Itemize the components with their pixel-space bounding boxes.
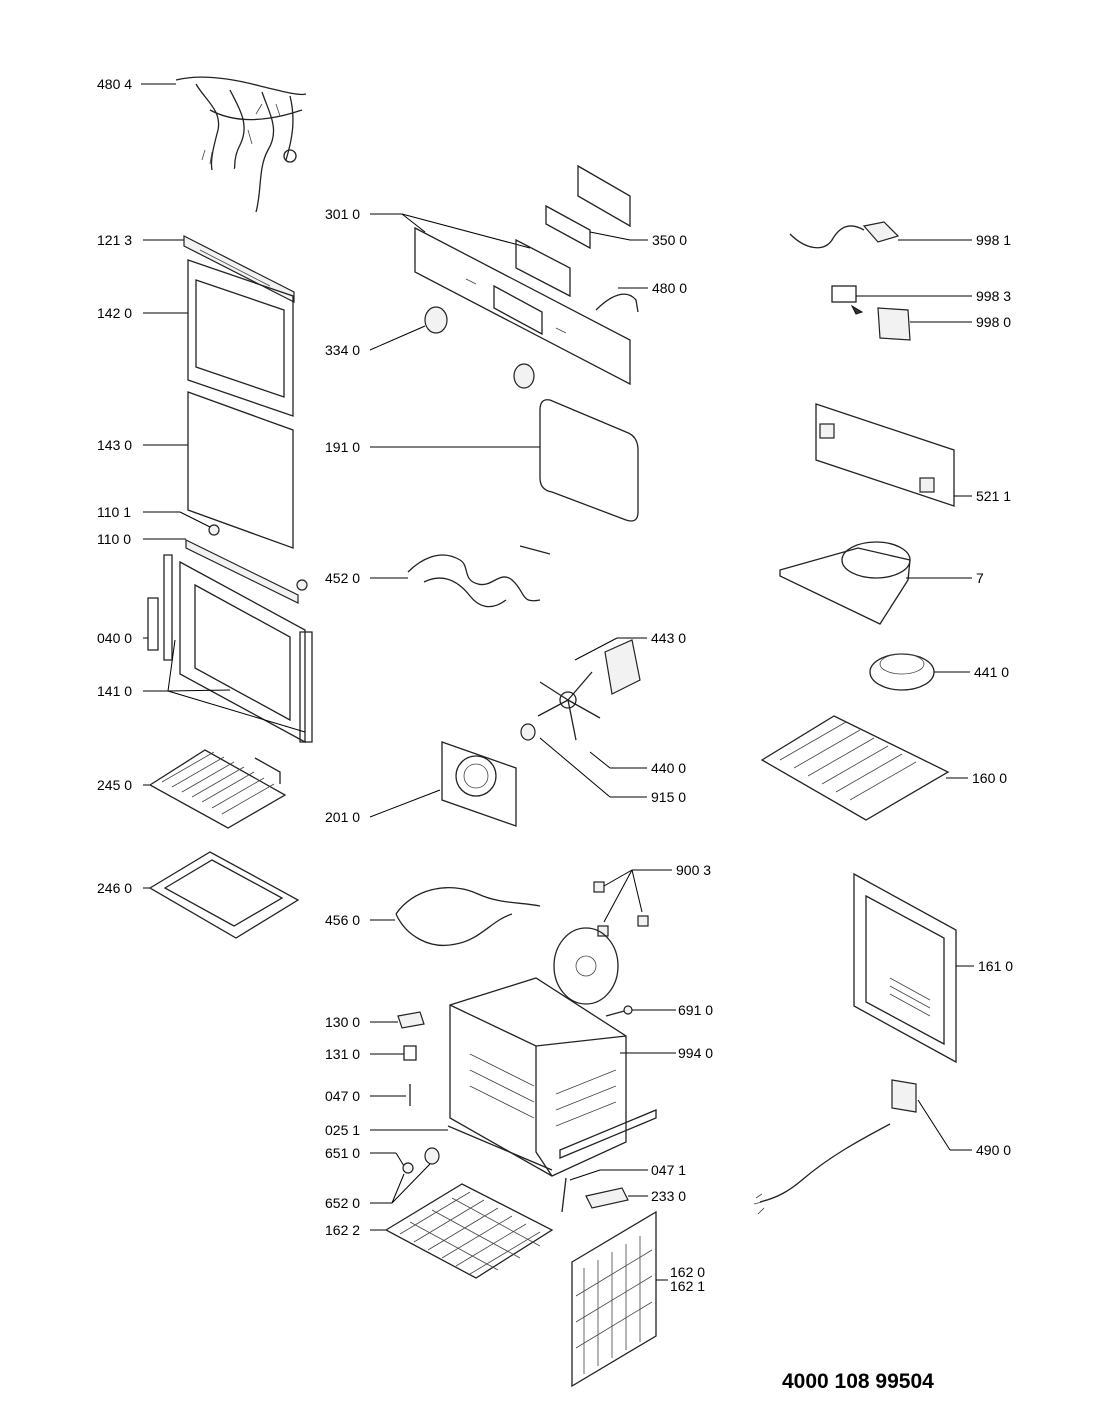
part-label: 245 0	[97, 777, 132, 793]
label-and-manual	[831, 285, 972, 341]
part-label: 160 0	[972, 770, 1007, 786]
part-label: 121 3	[97, 232, 132, 248]
part-label: 162 2	[325, 1222, 360, 1238]
part-label: 161 0	[978, 958, 1013, 974]
part-label: 452 0	[325, 570, 360, 586]
cooling-duct	[779, 541, 972, 625]
part-label: 441 0	[974, 664, 1009, 680]
grill-element	[370, 545, 551, 608]
control-knob	[369, 306, 535, 389]
wire-grid	[143, 749, 287, 829]
part-label: 691 0	[678, 1002, 713, 1018]
part-label: 143 0	[97, 437, 132, 453]
clips	[593, 869, 672, 937]
part-label: 651 0	[325, 1145, 360, 1161]
part-label: 480 4	[97, 76, 132, 92]
circular-element	[370, 886, 541, 946]
oven-cavity	[449, 977, 676, 1177]
part-label: 142 0	[97, 305, 132, 321]
document-number: 4000 108 99504	[782, 1370, 934, 1393]
side-rack-right	[571, 1210, 668, 1388]
part-label: 490 0	[976, 1142, 1011, 1158]
part-label: 900 3	[676, 862, 711, 878]
part-label: 040 0	[97, 630, 132, 646]
door-top-trim	[143, 235, 295, 303]
part-label: 191 0	[325, 439, 360, 455]
part-label: 443 0	[651, 630, 686, 646]
part-label: 233 0	[651, 1188, 686, 1204]
hinge-caps-and-handle	[143, 511, 308, 604]
part-label: 162 0	[670, 1264, 705, 1280]
terminal-block	[753, 1079, 972, 1215]
part-label: 201 0	[325, 809, 360, 825]
fan-assembly	[520, 637, 647, 798]
part-label: 350 0	[652, 232, 687, 248]
door-inner-glass	[143, 391, 294, 549]
part-label: 652 0	[325, 1195, 360, 1211]
wire-lead	[595, 287, 648, 313]
lamp-holder	[605, 1005, 676, 1017]
part-label: 7	[976, 570, 984, 586]
part-label: 440 0	[651, 760, 686, 776]
part-label: 141 0	[97, 683, 132, 699]
rear-panel	[853, 872, 974, 1064]
wiring-harness	[141, 76, 307, 213]
top-panel	[760, 715, 968, 821]
fan-cover	[369, 741, 517, 827]
part-label: 456 0	[325, 912, 360, 928]
cooling-fan	[869, 653, 970, 691]
part-label: 521 1	[976, 488, 1011, 504]
control-panel	[370, 213, 631, 386]
part-label: 915 0	[651, 789, 686, 805]
part-label: 301 0	[325, 206, 360, 222]
part-label: 110 0	[97, 531, 131, 547]
part-label: 162 1	[670, 1278, 705, 1294]
side-rack-left	[370, 1183, 554, 1279]
mains-cable	[789, 221, 972, 249]
sensor-and-connector	[561, 1169, 648, 1213]
part-label: 994 0	[678, 1045, 713, 1061]
part-label: 131 0	[325, 1046, 360, 1062]
door-frame-assembly	[143, 554, 313, 744]
part-label: 047 0	[325, 1088, 360, 1104]
part-label: 025 1	[325, 1122, 360, 1138]
part-label: 998 0	[976, 314, 1011, 330]
baking-tray	[143, 851, 300, 939]
display-bracket	[545, 164, 648, 250]
lower-small-parts	[370, 1011, 553, 1204]
heater-plate	[553, 927, 619, 1005]
part-label: 130 0	[325, 1014, 360, 1030]
part-label: 334 0	[325, 342, 360, 358]
part-label: 246 0	[97, 880, 132, 896]
part-label: 480 0	[652, 280, 687, 296]
part-label: 047 1	[651, 1162, 686, 1178]
part-label: 998 1	[976, 232, 1011, 248]
part-label: 998 3	[976, 288, 1011, 304]
control-board	[815, 403, 972, 507]
door-gasket	[370, 399, 639, 522]
door-outer-glass	[143, 259, 294, 417]
part-label: 110 1	[97, 504, 131, 520]
